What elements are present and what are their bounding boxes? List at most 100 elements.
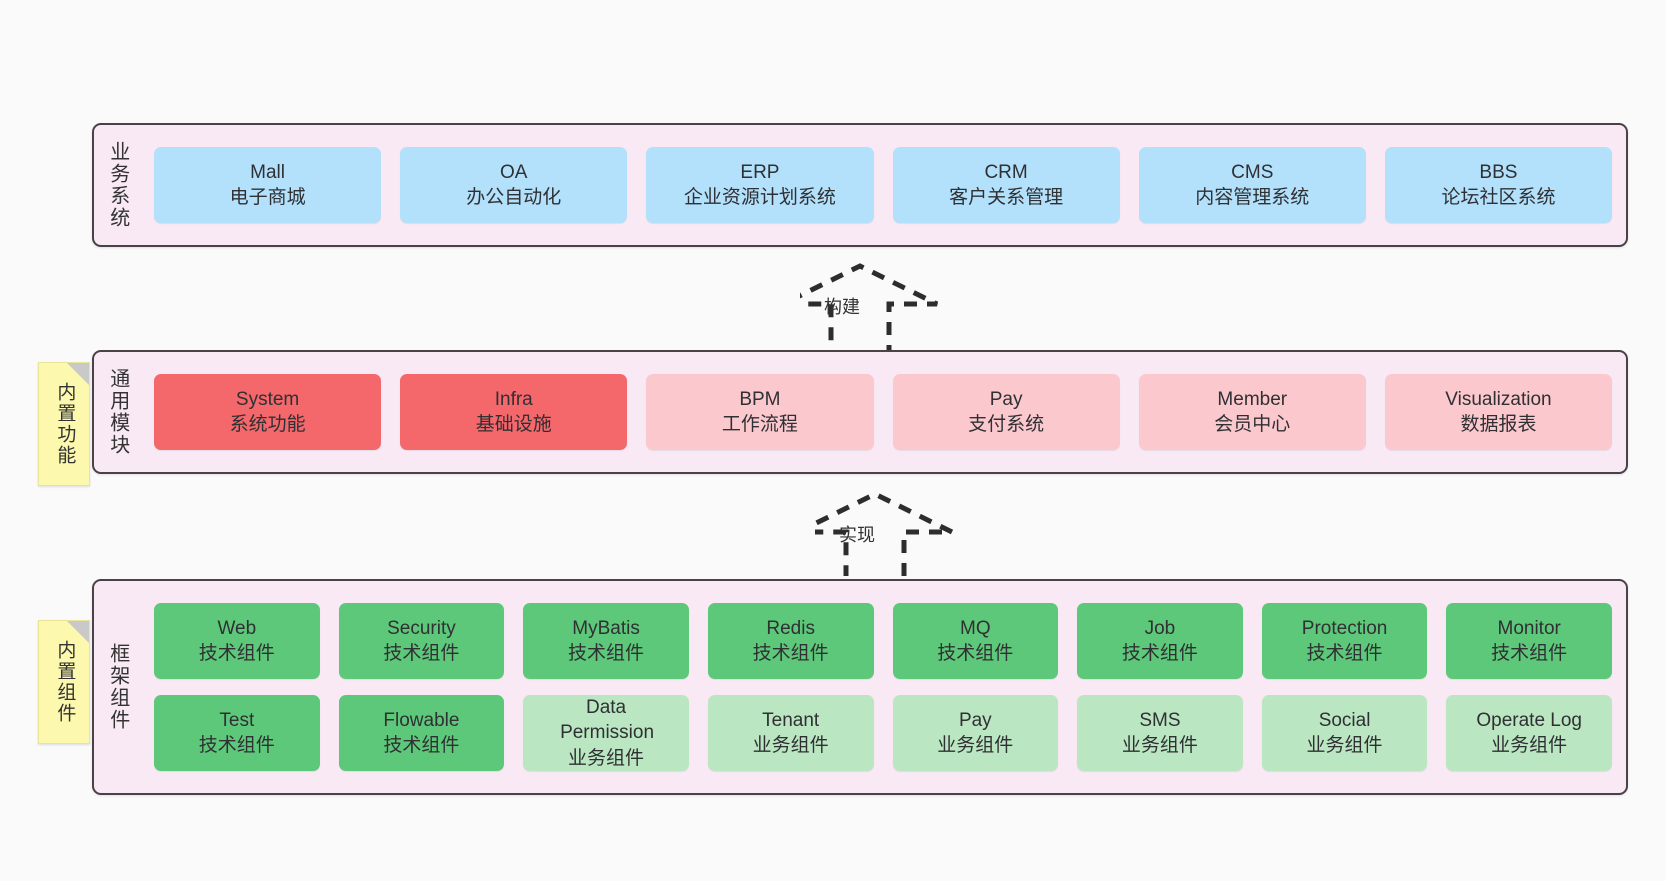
component-card-kind: 业务组件 [1306, 735, 1383, 756]
module-card-desc: 论坛社区系统 [1441, 187, 1556, 208]
component-card-kind: 技术组件 [198, 643, 275, 664]
module-card-infra[interactable]: Infra 基础设施 [400, 374, 628, 450]
folded-corner-icon [67, 363, 89, 385]
component-card-kind: 技术组件 [1121, 643, 1198, 664]
component-card-web[interactable]: Web 技术组件 [154, 603, 320, 679]
component-card-kind: 业务组件 [1121, 735, 1198, 756]
component-card-kind: 业务组件 [937, 735, 1014, 756]
component-card-name: Flowable [383, 709, 460, 731]
component-card-kind: 技术组件 [752, 643, 829, 664]
layer-row: System 系统功能 Infra 基础设施 BPM 工作流程 Pay 支付系统… [154, 374, 1613, 450]
component-card-kind: 技术组件 [1491, 643, 1568, 664]
dashed-hollow-arrow-up-icon [781, 263, 939, 358]
module-card-name: ERP [740, 161, 780, 183]
component-card-name: MyBatis [572, 617, 640, 639]
note-builtin-function[interactable]: 内置功能 [38, 362, 90, 486]
module-card-system[interactable]: System 系统功能 [154, 374, 382, 450]
note-label: 内置组件 [54, 640, 76, 724]
component-card-pay[interactable]: Pay 业务组件 [892, 695, 1059, 771]
layer-framework-component[interactable]: 框架组件 Web 技术组件 Security 技术组件 MyBatis 技术组件… [92, 579, 1628, 795]
module-card-crm[interactable]: CRM 客户关系管理 [892, 147, 1120, 223]
component-card-test[interactable]: Test 技术组件 [154, 695, 320, 771]
module-card-name: Mall [250, 161, 285, 183]
component-card-monitor[interactable]: Monitor 技术组件 [1446, 603, 1612, 679]
layer-body-business-system: Mall 电子商城 OA 办公自动化 ERP 企业资源计划系统 CRM 客户关系… [140, 125, 1626, 245]
note-builtin-component[interactable]: 内置组件 [38, 620, 90, 744]
layer-title-business-system: 业务系统 [106, 141, 129, 229]
component-card-security[interactable]: Security 技术组件 [338, 603, 505, 679]
layer-common-module[interactable]: 通用模块 System 系统功能 Infra 基础设施 BPM 工作流程 Pay… [92, 350, 1628, 474]
component-card-kind: 技术组件 [1306, 643, 1383, 664]
component-card-name: Data Permission [560, 697, 655, 744]
module-card-desc: 客户关系管理 [949, 187, 1064, 208]
component-card-tenant[interactable]: Tenant 业务组件 [707, 695, 874, 771]
layer-row: Mall 电子商城 OA 办公自动化 ERP 企业资源计划系统 CRM 客户关系… [154, 147, 1613, 223]
component-card-kind: 业务组件 [752, 735, 829, 756]
layer-title-framework-component: 框架组件 [106, 643, 129, 731]
component-card-mq[interactable]: MQ 技术组件 [892, 603, 1059, 679]
component-card-sms[interactable]: SMS 业务组件 [1077, 695, 1243, 771]
component-card-kind: 技术组件 [383, 643, 460, 664]
component-card-operate-log[interactable]: Operate Log 业务组件 [1446, 695, 1612, 771]
component-card-job[interactable]: Job 技术组件 [1077, 603, 1243, 679]
component-card-name: Security [387, 617, 456, 639]
component-card-name: MQ [960, 617, 991, 639]
module-card-cms[interactable]: CMS 内容管理系统 [1138, 147, 1366, 223]
module-card-name: Visualization [1445, 388, 1552, 410]
component-card-protection[interactable]: Protection 技术组件 [1261, 603, 1428, 679]
component-card-kind: 技术组件 [568, 643, 645, 664]
component-card-kind: 业务组件 [1491, 735, 1568, 756]
layer-business-system[interactable]: 业务系统 Mall 电子商城 OA 办公自动化 ERP 企业资源计划系统 CRM… [92, 123, 1628, 247]
module-card-desc: 会员中心 [1214, 414, 1291, 435]
module-card-pay[interactable]: Pay 支付系统 [892, 374, 1120, 450]
module-card-desc: 基础设施 [475, 414, 552, 435]
component-card-name: Pay [958, 709, 992, 731]
module-card-erp[interactable]: ERP 企业资源计划系统 [646, 147, 874, 223]
component-card-name: SMS [1139, 709, 1181, 731]
component-card-kind: 技术组件 [198, 735, 275, 756]
module-card-desc: 电子商城 [229, 187, 306, 208]
module-card-name: System [235, 388, 300, 410]
module-card-name: Pay [989, 388, 1023, 410]
component-card-name: Test [219, 709, 255, 731]
layer-body-common-module: System 系统功能 Infra 基础设施 BPM 工作流程 Pay 支付系统… [140, 352, 1626, 472]
component-card-name: Tenant [762, 709, 820, 731]
module-card-member[interactable]: Member 会员中心 [1138, 374, 1366, 450]
module-card-visualization[interactable]: Visualization 数据报表 [1384, 374, 1613, 450]
component-card-name: Operate Log [1476, 709, 1582, 731]
module-card-name: OA [500, 161, 528, 183]
module-card-oa[interactable]: OA 办公自动化 [400, 147, 628, 223]
component-card-name: Social [1318, 709, 1371, 731]
connector-build: 构建 [781, 262, 960, 360]
component-card-kind: 技术组件 [383, 735, 460, 756]
component-card-social[interactable]: Social 业务组件 [1261, 695, 1428, 771]
module-card-bpm[interactable]: BPM 工作流程 [646, 374, 874, 450]
module-card-desc: 内容管理系统 [1195, 187, 1310, 208]
module-card-bbs[interactable]: BBS 论坛社区系统 [1384, 147, 1613, 223]
component-card-data-permission[interactable]: Data Permission 业务组件 [523, 695, 689, 771]
layer-row: Test 技术组件 Flowable 技术组件 Data Permission … [154, 695, 1612, 771]
component-card-redis[interactable]: Redis 技术组件 [707, 603, 874, 679]
module-card-desc: 办公自动化 [466, 187, 562, 208]
component-card-name: Monitor [1497, 617, 1561, 639]
component-card-flowable[interactable]: Flowable 技术组件 [338, 695, 505, 771]
module-card-name: BPM [739, 388, 781, 410]
module-card-desc: 系统功能 [229, 414, 306, 435]
module-card-name: CRM [984, 161, 1028, 183]
module-card-mall[interactable]: Mall 电子商城 [154, 147, 382, 223]
module-card-name: Infra [494, 388, 533, 410]
component-card-mybatis[interactable]: MyBatis 技术组件 [523, 603, 689, 679]
layer-row: Web 技术组件 Security 技术组件 MyBatis 技术组件 Redi… [154, 603, 1612, 679]
folded-corner-icon [67, 621, 89, 643]
dashed-hollow-arrow-up-icon [796, 491, 954, 576]
module-card-name: CMS [1231, 161, 1274, 183]
module-card-name: BBS [1479, 161, 1518, 183]
layer-title-common-module: 通用模块 [106, 368, 129, 456]
module-card-desc: 支付系统 [968, 414, 1045, 435]
connector-implement: 实现 [796, 490, 975, 578]
component-card-name: Redis [766, 617, 815, 639]
note-label: 内置功能 [54, 382, 76, 466]
component-card-kind: 业务组件 [568, 747, 645, 769]
component-card-name: Protection [1301, 617, 1388, 639]
